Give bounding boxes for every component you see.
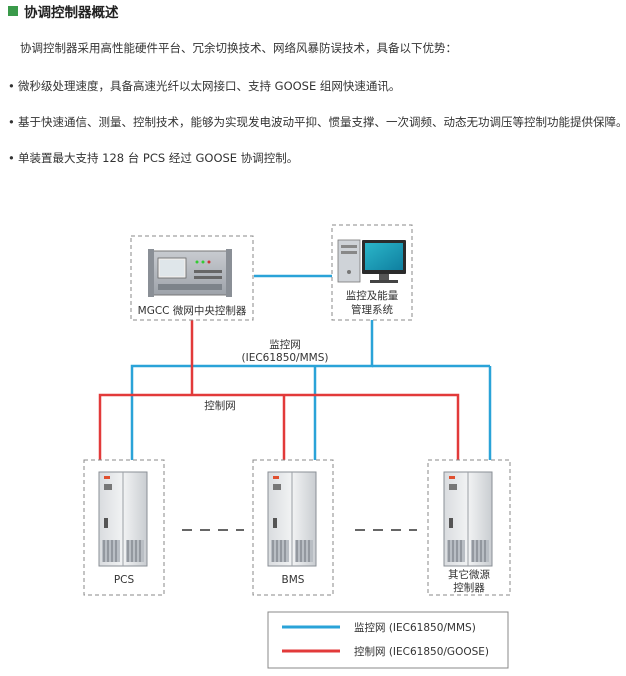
other-controller-node: 其它微源 控制器 bbox=[427, 459, 511, 596]
cabinet-icon bbox=[443, 471, 493, 567]
section-title-text: 协调控制器概述 bbox=[24, 5, 119, 21]
bullet-text: 单装置最大支持 128 台 PCS 经过 GOOSE 协调控制。 bbox=[18, 151, 299, 165]
bms-node: BMS bbox=[252, 459, 334, 596]
cabinet-icon bbox=[267, 471, 317, 567]
section-title: 协调控制器概述 bbox=[8, 2, 119, 21]
bms-label: BMS bbox=[282, 574, 305, 586]
monitor-net-label-line2: (IEC61850/MMS) bbox=[242, 352, 329, 364]
control-network-lines bbox=[98, 320, 460, 460]
pcs-label: PCS bbox=[114, 574, 135, 586]
mgcc-node: MGCC 微网中央控制器 bbox=[130, 235, 254, 321]
bullet-dot-icon: • bbox=[8, 79, 15, 93]
ems-node: 监控及能量 管理系统 bbox=[331, 224, 413, 321]
legend-control-label: 控制网 (IEC61850/GOOSE) bbox=[354, 645, 489, 658]
legend: 监控网 (IEC61850/MMS) 控制网 (IEC61850/GOOSE) bbox=[267, 611, 509, 669]
bullet-dot-icon: • bbox=[8, 115, 15, 129]
ems-label-line2: 管理系统 bbox=[351, 303, 393, 316]
mgcc-label: MGCC 微网中央控制器 bbox=[138, 304, 247, 317]
bullet-item: •单装置最大支持 128 台 PCS 经过 GOOSE 协调控制。 bbox=[8, 150, 298, 166]
intro-text: 协调控制器采用高性能硬件平台、冗余切换技术、网络风暴防误技术，具备以下优势： bbox=[20, 41, 457, 55]
monitor-net-label-line1: 监控网 bbox=[269, 338, 301, 351]
other-label-line2: 控制器 bbox=[453, 581, 485, 594]
bullet-text: 微秒级处理速度，具备高速光纤以太网接口、支持 GOOSE 组网快速通讯。 bbox=[18, 79, 401, 93]
rack-controller-icon bbox=[148, 249, 232, 297]
title-marker-icon bbox=[8, 6, 18, 16]
bullet-item: •微秒级处理速度，具备高速光纤以太网接口、支持 GOOSE 组网快速通讯。 bbox=[8, 78, 400, 94]
cabinet-icon bbox=[98, 471, 148, 567]
control-net-label: 控制网 bbox=[204, 399, 236, 412]
bullet-item: •基于快速通信、测量、控制技术，能够为实现发电波动平抑、惯量支撑、一次调频、动态… bbox=[8, 114, 626, 130]
pcs-node: PCS bbox=[83, 459, 165, 596]
ems-label-line1: 监控及能量 bbox=[346, 289, 399, 302]
bullet-dot-icon: • bbox=[8, 151, 15, 165]
computer-workstation-icon bbox=[337, 239, 406, 283]
other-label-line1: 其它微源 bbox=[448, 568, 490, 581]
bullet-text: 基于快速通信、测量、控制技术，能够为实现发电波动平抑、惯量支撑、一次调频、动态无… bbox=[18, 115, 626, 129]
monitor-network-lines bbox=[130, 274, 492, 460]
legend-monitor-label: 监控网 (IEC61850/MMS) bbox=[354, 621, 476, 634]
